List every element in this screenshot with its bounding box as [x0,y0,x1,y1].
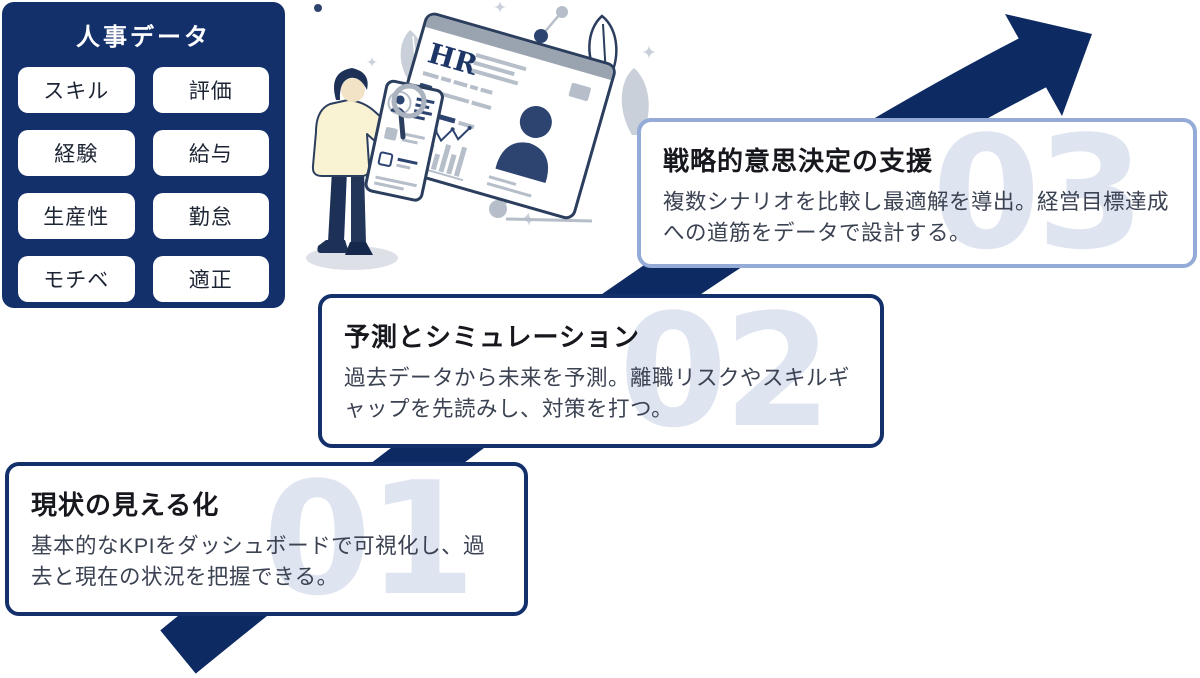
chip-evaluation: 評価 [152,67,269,113]
monitor-top-bar [425,15,613,81]
hr-data-panel-title: 人事データ [76,24,211,51]
step-title-01: 現状の見える化 [31,490,220,520]
chip-attendance: 勤怠 [152,193,269,239]
hr-monitor: HR [384,12,616,220]
chip-motivation: モチベ [18,256,135,302]
person-shoe [345,242,373,255]
step-number-01: 01 [262,462,476,616]
magnifier-icon [391,83,427,140]
step-card-01: 01 現状の見える化 基本的なKPIをダッシュボードで可視化し、過去と現在の状況… [5,462,528,616]
person-shoe [317,240,349,253]
person-hair [334,68,368,100]
chip-salary: 給与 [152,130,269,176]
step-card-02: 02 予測とシミュレーション 過去データから未来を予測。離職リスクやスキルギャッ… [318,294,884,448]
profile-tablet [364,79,444,202]
chip-experience: 経験 [18,130,135,176]
step-body-01: 基本的なKPIをダッシュボードで可視化し、過去と現在の状況を把握できる。 [31,534,486,589]
monitor-stand-line [505,217,593,223]
chip-aptitude: 適正 [152,256,269,302]
step-body-02: 過去データから未来を予測。離職リスクやスキルギャップを先読みし、対策を打つ。 [344,366,851,421]
hr-data-panel: 人事データ スキル 評価 経験 給与 生産性 勤怠 モチベ 適正 [2,2,285,308]
hr-data-chip-grid: スキル 評価 経験 給与 生産性 勤怠 モチベ 適正 [18,67,269,302]
step-card-03: 03 戦略的意思決定の支援 複数シナリオを比較し最適解を導出。経営目標達成への道… [637,118,1197,268]
step-number-02: 02 [618,294,832,448]
person-face [341,78,365,102]
step-body-03: 複数シナリオを比較し最適解を導出。経営目標達成への道筋をデータで設計する。 [663,190,1170,245]
step-title-02: 予測とシミュレーション [344,322,640,352]
monitor-avatar [486,105,552,198]
chip-skill: スキル [18,67,135,113]
step-number-03: 03 [931,118,1145,268]
monitor-text-lines [422,52,591,101]
growth-arrow-head [1005,14,1092,116]
chip-productivity: 生産性 [18,193,135,239]
step-title-03: 戦略的意思決定の支援 [663,146,934,176]
